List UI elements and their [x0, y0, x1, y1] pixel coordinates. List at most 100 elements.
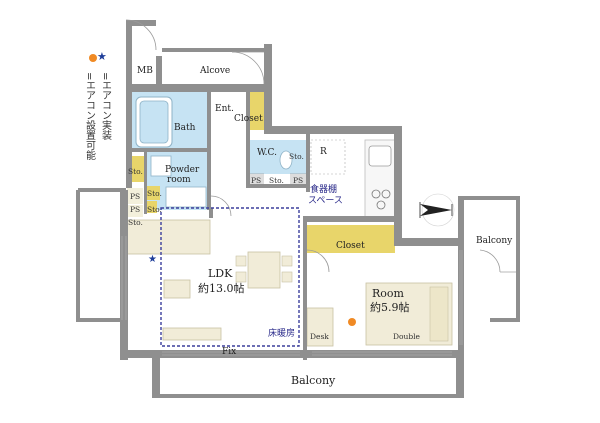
- sto-label: Sto.: [128, 218, 143, 227]
- dot-icon: [89, 54, 97, 62]
- wall: [126, 88, 132, 188]
- wall: [394, 126, 402, 242]
- wall: [156, 56, 162, 86]
- stove-burner: [376, 200, 386, 210]
- ps-area-2: [127, 205, 143, 217]
- r-label: R: [320, 147, 327, 157]
- powder-label-2: room: [167, 175, 191, 185]
- wall: [246, 184, 306, 188]
- chair: [235, 255, 247, 267]
- sto-area-2: [146, 186, 160, 200]
- powder-label: Powder: [165, 165, 200, 175]
- star-icon: ★: [97, 50, 107, 63]
- sto-label: Sto.: [147, 189, 162, 198]
- wall: [120, 190, 128, 360]
- alcove-label: Alcove: [199, 66, 230, 76]
- double-label: Double: [393, 332, 421, 341]
- windows: [121, 236, 463, 356]
- floor-heat-boundary: [160, 207, 300, 347]
- ldk-size-label: 約13.0帖: [198, 281, 245, 295]
- wall: [144, 148, 147, 214]
- wall: [458, 244, 464, 360]
- sto-label: Sto.: [147, 205, 162, 214]
- wc-label: W.C.: [257, 148, 277, 158]
- door-swing: [231, 51, 265, 85]
- ps-label: PS: [130, 205, 140, 214]
- ps-label: PS: [130, 192, 140, 201]
- bathtub-inner: [139, 100, 169, 144]
- wall: [458, 196, 464, 244]
- wall: [303, 216, 398, 222]
- wall: [209, 208, 213, 218]
- labels: MB Alcove Ent. Closet Bath W.C. Sto. R P…: [128, 66, 513, 387]
- room-size-label: 約5.9帖: [370, 300, 410, 314]
- washer: [150, 155, 172, 177]
- chair: [281, 271, 293, 283]
- fridge-space: [310, 139, 346, 175]
- ldk-label: LDK: [208, 267, 233, 280]
- washbasin: [165, 186, 207, 208]
- dot-icon: [348, 318, 356, 326]
- stove-burner: [371, 189, 381, 199]
- room-closet-label: Closet: [336, 241, 365, 251]
- wall: [152, 358, 160, 398]
- wall: [120, 350, 464, 358]
- chair: [235, 271, 247, 283]
- wall: [306, 134, 310, 192]
- wall: [162, 48, 268, 52]
- kitchen-sink: [368, 145, 392, 167]
- legend-star-text: =エアコン実装: [100, 72, 112, 141]
- chair: [281, 255, 293, 267]
- wall: [264, 126, 398, 134]
- wall: [156, 394, 462, 398]
- compass-icon: [419, 193, 455, 227]
- pantry-label: 食器棚: [310, 183, 337, 195]
- wall: [290, 173, 306, 187]
- entry-closet-area: [249, 92, 265, 130]
- door-swing: [479, 249, 501, 273]
- desk-label: Desk: [310, 332, 329, 341]
- balcony-main-label: Balcony: [291, 374, 336, 387]
- ps-area: [127, 188, 143, 204]
- wall: [464, 196, 520, 200]
- sto-area-3: [145, 201, 157, 213]
- toilet: [279, 150, 293, 170]
- walls: [76, 20, 520, 398]
- wall: [126, 20, 156, 26]
- door-swing: [210, 195, 232, 217]
- entry-closet-label: Closet: [234, 114, 263, 124]
- wall: [303, 220, 307, 360]
- room-closet-area: [307, 225, 395, 253]
- wall: [76, 318, 124, 322]
- tv-board: [162, 327, 222, 341]
- wall: [246, 92, 250, 188]
- wall: [490, 318, 520, 322]
- coffee-table: [163, 279, 191, 299]
- doors: [125, 19, 516, 273]
- wall: [126, 20, 132, 90]
- mb-label: MB: [137, 66, 153, 76]
- room-label: Room: [372, 287, 405, 300]
- legend-dot-text: =エアコン設置可能: [84, 72, 96, 161]
- sto-label: Sto.: [269, 176, 284, 185]
- ent-label: Ent.: [215, 104, 234, 114]
- wall: [516, 196, 520, 320]
- legend: ★ =エアコン実装 =エアコン設置可能: [84, 50, 112, 161]
- fix-label: Fix: [222, 347, 236, 357]
- wall: [78, 188, 126, 192]
- sofa: [126, 219, 211, 255]
- fixtures: [135, 96, 396, 219]
- balcony-side-label: Balcony: [476, 236, 513, 246]
- wall: [264, 44, 272, 130]
- door-swing: [125, 19, 157, 51]
- bed-pillow: [429, 286, 449, 342]
- wall: [131, 148, 209, 152]
- wall: [394, 238, 462, 246]
- floor-heat-label: 床暖房: [268, 327, 295, 339]
- dining-table: [247, 251, 281, 289]
- ps-label: PS: [251, 176, 261, 185]
- ps-label: PS: [293, 176, 303, 185]
- stove-burner: [381, 189, 391, 199]
- wc-area: [250, 140, 306, 174]
